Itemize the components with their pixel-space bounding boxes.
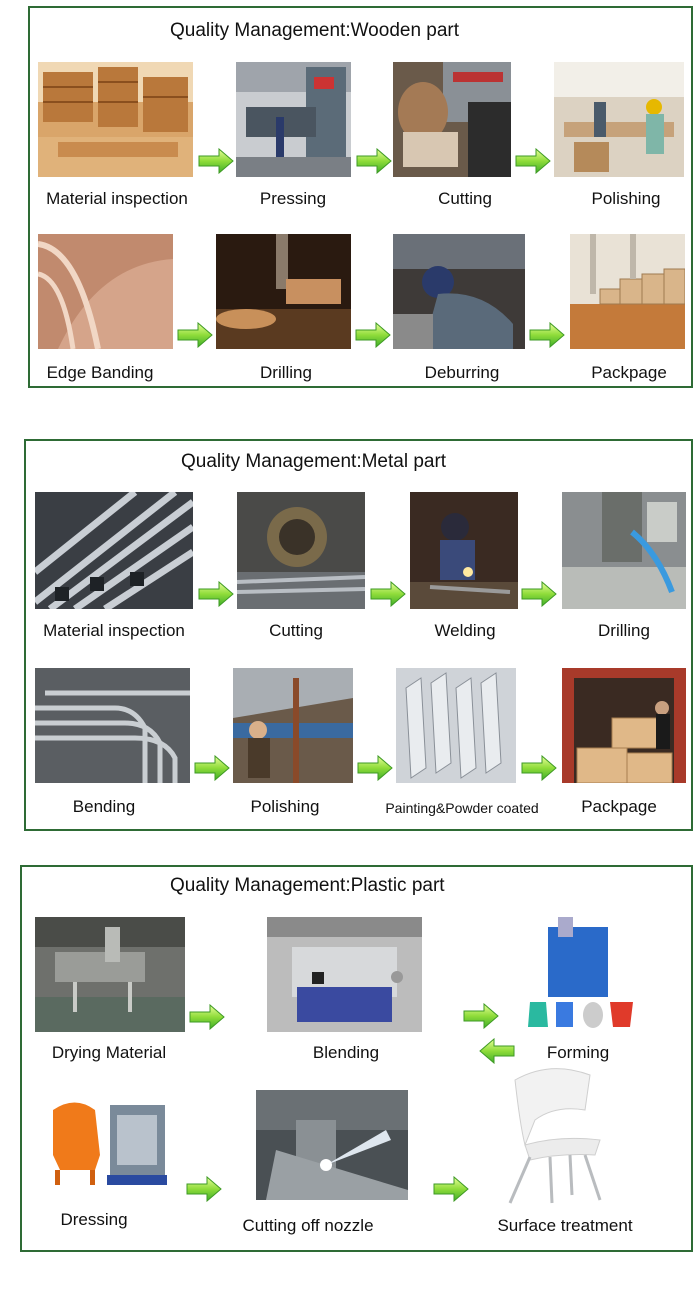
label-drilling-metal: Drilling <box>598 621 650 640</box>
label-packpage-metal: Packpage <box>581 797 657 816</box>
green-arrow-icon <box>462 1003 500 1029</box>
green-arrow-icon <box>432 1176 470 1202</box>
photo-cutting-metal <box>237 492 365 609</box>
photo-drilling-wood <box>216 234 351 349</box>
photo-blending <box>267 917 422 1032</box>
wooden-panel-title: Quality Management:Wooden part <box>170 20 460 41</box>
green-arrow-icon <box>193 755 231 781</box>
photo-bending <box>35 668 190 783</box>
label-bending: Bending <box>72 797 136 816</box>
photo-cutting-wood <box>393 62 511 177</box>
photo-dressing <box>45 1095 170 1190</box>
label-welding: Welding <box>434 621 496 640</box>
photo-forming <box>518 917 640 1032</box>
label-polishing: Polishing <box>591 189 661 208</box>
photo-edge-banding <box>38 234 173 349</box>
green-arrow-icon <box>528 322 566 348</box>
label-polishing-metal: Polishing <box>250 797 320 816</box>
label-cutting: Cutting <box>438 189 492 208</box>
photo-packpage-metal <box>562 668 686 783</box>
label-deburring: Deburring <box>424 363 500 382</box>
label-forming: Forming <box>546 1043 610 1062</box>
label-material-inspection: Material inspection <box>46 189 188 208</box>
photo-polishing-wood <box>554 62 684 177</box>
green-arrow-icon <box>520 755 558 781</box>
photo-welding <box>410 492 518 609</box>
label-drying-material: Drying Material <box>51 1043 167 1062</box>
green-arrow-icon <box>176 322 214 348</box>
label-cutting-off-nozzle: Cutting off nozzle <box>242 1216 374 1235</box>
label-edge-banding: Edge Banding <box>46 363 154 382</box>
photo-material-inspection-metal <box>35 492 193 609</box>
label-pressing: Pressing <box>259 189 327 208</box>
green-arrow-icon <box>356 755 394 781</box>
green-arrow-icon <box>188 1004 226 1030</box>
label-material-inspection-metal: Material inspection <box>43 621 185 640</box>
green-arrow-icon <box>369 581 407 607</box>
photo-packpage-wood <box>570 234 685 349</box>
plastic-panel-title: Quality Management:Plastic part <box>170 875 445 896</box>
label-dressing: Dressing <box>60 1210 128 1229</box>
photo-drying-material <box>35 917 185 1032</box>
green-arrow-icon <box>514 148 552 174</box>
green-arrow-icon <box>354 322 392 348</box>
photo-polishing-metal <box>233 668 353 783</box>
photo-material-inspection-wood <box>38 62 193 177</box>
photo-drilling-metal <box>562 492 686 609</box>
label-drilling: Drilling <box>260 363 312 382</box>
label-cutting-metal: Cutting <box>269 621 323 640</box>
photo-cutting-off-nozzle <box>256 1090 408 1200</box>
green-arrow-icon <box>197 581 235 607</box>
photo-surface-treatment <box>490 1065 620 1205</box>
photo-pressing <box>236 62 351 177</box>
green-arrow-icon <box>478 1038 516 1064</box>
green-arrow-icon <box>197 148 235 174</box>
photo-deburring <box>393 234 525 349</box>
photo-painting-powder-coated <box>396 668 516 783</box>
label-painting-powder-coated: Painting&Powder coated <box>385 800 539 816</box>
label-surface-treatment: Surface treatment <box>497 1216 633 1235</box>
label-packpage: Packpage <box>591 363 667 382</box>
metal-panel-title: Quality Management:Metal part <box>181 451 447 472</box>
label-blending: Blending <box>312 1043 380 1062</box>
green-arrow-icon <box>520 581 558 607</box>
green-arrow-icon <box>355 148 393 174</box>
green-arrow-icon <box>185 1176 223 1202</box>
